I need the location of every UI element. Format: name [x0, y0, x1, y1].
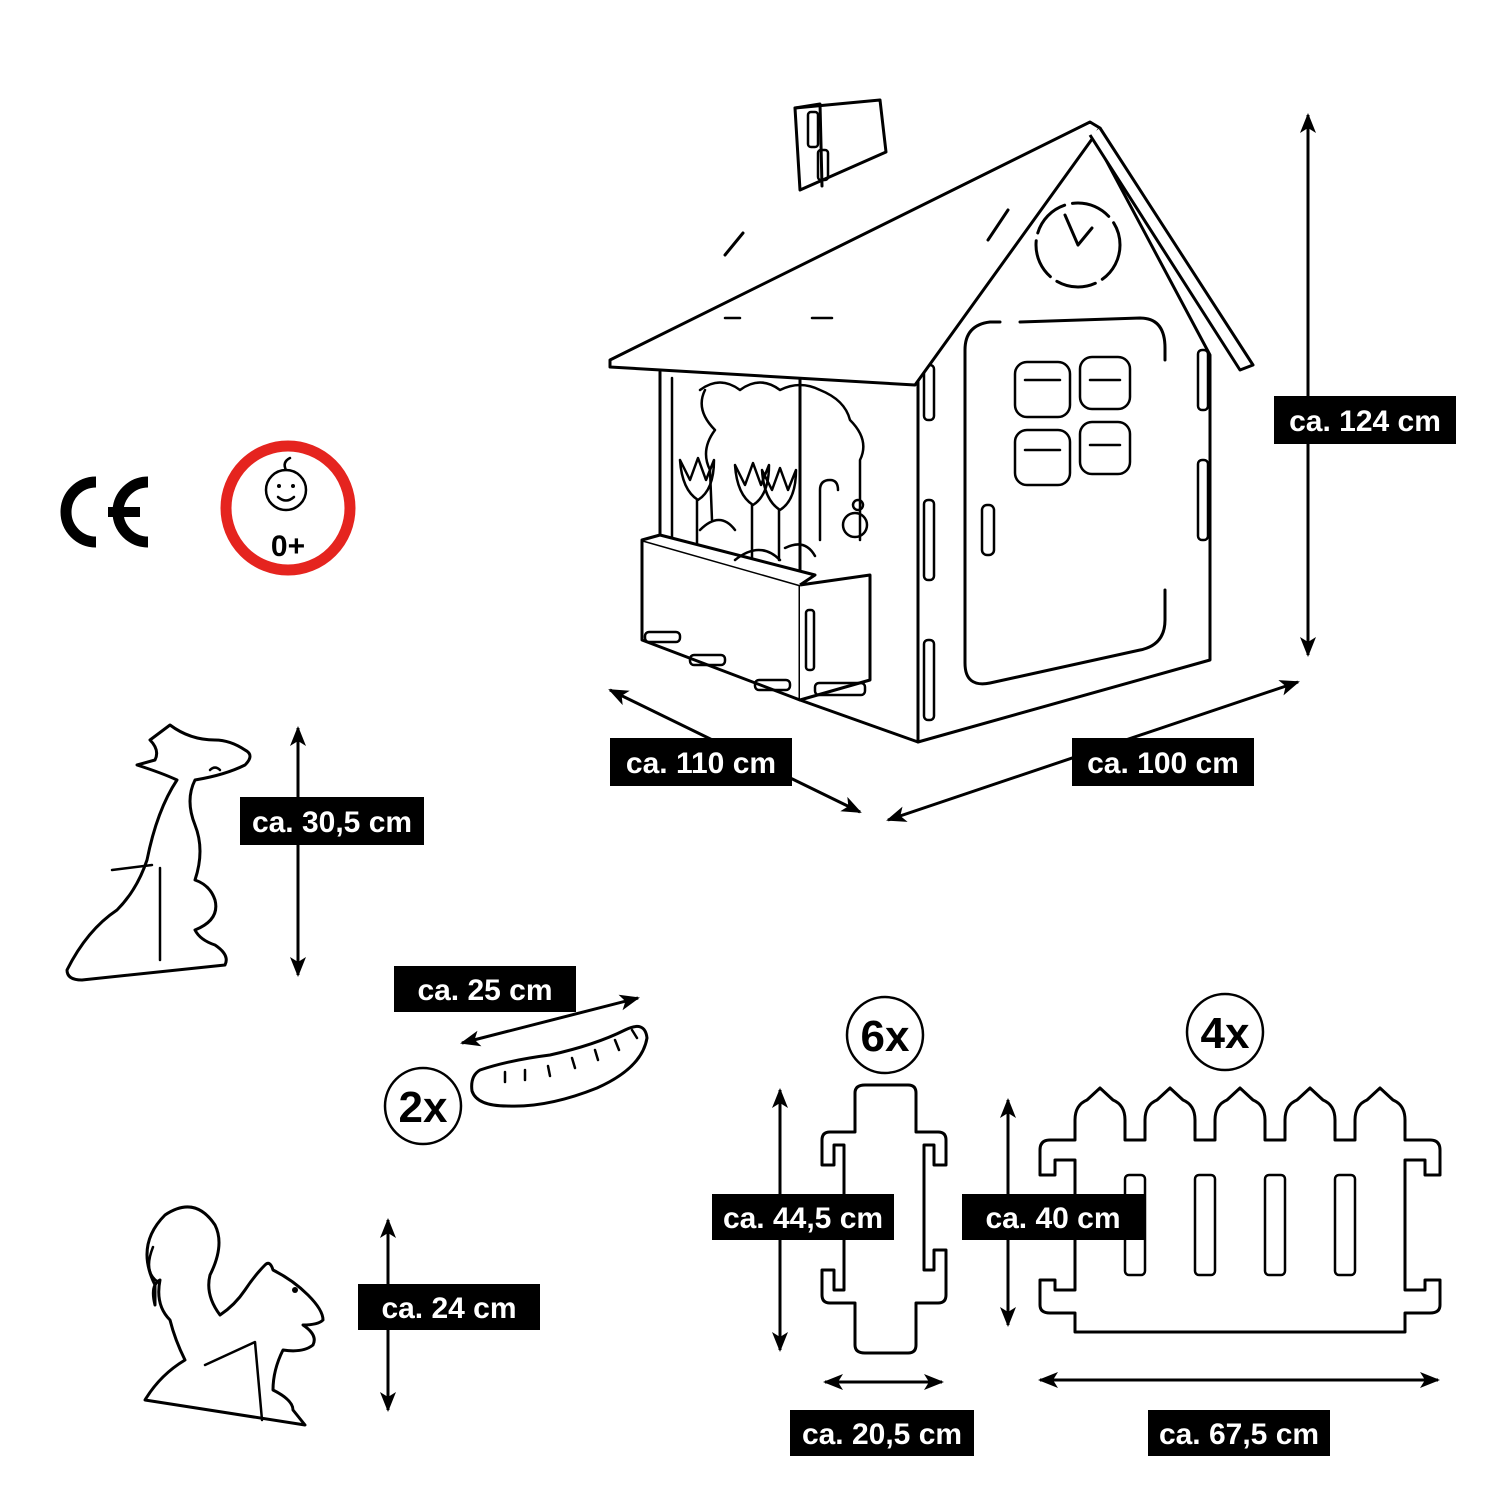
sausage-label: ca. 25 cm	[394, 966, 576, 1012]
sausage-length-text: ca. 25 cm	[417, 974, 552, 1007]
fence-count-text: 4x	[1201, 1009, 1250, 1058]
house-height-label: ca. 124 cm	[1274, 396, 1456, 444]
rabbit-height-label: ca. 30,5 cm	[240, 797, 424, 845]
fence-height-text: ca. 40 cm	[985, 1202, 1120, 1235]
age-warning-text: 0+	[271, 530, 305, 563]
squirrel-height-text: ca. 24 cm	[381, 1292, 516, 1325]
rabbit-height-text: ca. 30,5 cm	[252, 806, 412, 839]
house-depth-text: ca. 110 cm	[626, 747, 776, 780]
age-warning-icon: 0+	[220, 440, 356, 576]
rabbit-icon	[65, 723, 252, 982]
house-icon	[608, 98, 1255, 744]
connector-width-label: ca. 20,5 cm	[790, 1410, 974, 1456]
connector-count-text: 6x	[861, 1012, 910, 1061]
sausage-length-arrow	[460, 994, 640, 1047]
fence-height-label: ca. 40 cm	[962, 1194, 1144, 1240]
house-width-label: ca. 100 cm	[1072, 738, 1254, 786]
squirrel-height-label: ca. 24 cm	[358, 1284, 540, 1330]
sausage-count-badge: 2x	[383, 1066, 463, 1146]
connector-width-text: ca. 20,5 cm	[802, 1418, 962, 1451]
house-width-text: ca. 100 cm	[1087, 747, 1239, 780]
squirrel-icon	[143, 1205, 325, 1427]
fence-count-badge: 4x	[1185, 992, 1265, 1072]
fence-width-text: ca. 67,5 cm	[1159, 1418, 1319, 1451]
sausage-count-text: 2x	[399, 1083, 448, 1132]
house-depth-label: ca. 110 cm	[610, 738, 792, 786]
connector-count-badge: 6x	[845, 995, 925, 1075]
house-height-text: ca. 124 cm	[1289, 405, 1441, 438]
connector-height-text: ca. 44,5 cm	[723, 1202, 883, 1235]
fence-width-label: ca. 67,5 cm	[1148, 1410, 1330, 1456]
sausage-icon	[470, 1024, 649, 1108]
ce-mark-icon: CE	[60, 476, 149, 548]
connector-height-label: ca. 44,5 cm	[712, 1194, 894, 1240]
fence-icon	[1038, 1086, 1442, 1334]
